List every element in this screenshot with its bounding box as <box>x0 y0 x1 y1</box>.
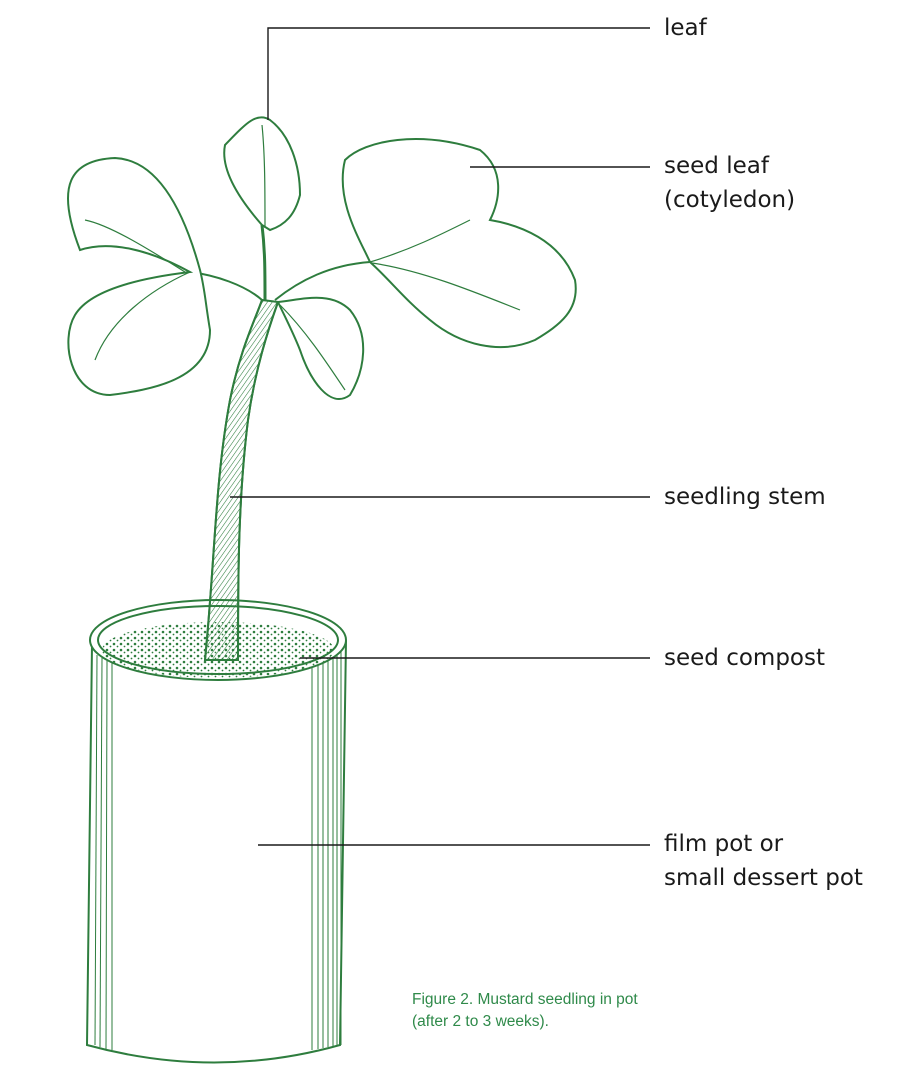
stem-illustration <box>190 225 370 660</box>
pot-body-outline <box>87 640 346 1063</box>
figure-caption-line1: Figure 2. Mustard seedling in pot <box>412 989 638 1010</box>
pot-illustration <box>87 600 346 1063</box>
leader-leaf <box>268 28 650 120</box>
figure-caption-line2: (after 2 to 3 weeks). <box>412 1011 549 1032</box>
label-seed-leaf: seed leaf <box>664 150 769 183</box>
true-leaf-side <box>278 298 363 399</box>
left-cotyledon-outline <box>68 158 210 395</box>
label-seed-compost: seed compost <box>664 642 825 675</box>
right-cotyledon <box>343 139 576 347</box>
center-stalk <box>262 225 265 300</box>
label-leaf: leaf <box>664 12 707 45</box>
right-petiole <box>275 262 370 300</box>
label-cotyledon: (cotyledon) <box>664 184 795 217</box>
true-leaf-top <box>224 117 300 230</box>
label-seedling-stem: seedling stem <box>664 481 826 514</box>
left-cotyledon <box>68 158 210 395</box>
label-small-dessert-pot: small dessert pot <box>664 862 863 895</box>
label-film-pot: film pot or <box>664 828 783 861</box>
right-cotyledon-outline <box>343 139 576 347</box>
